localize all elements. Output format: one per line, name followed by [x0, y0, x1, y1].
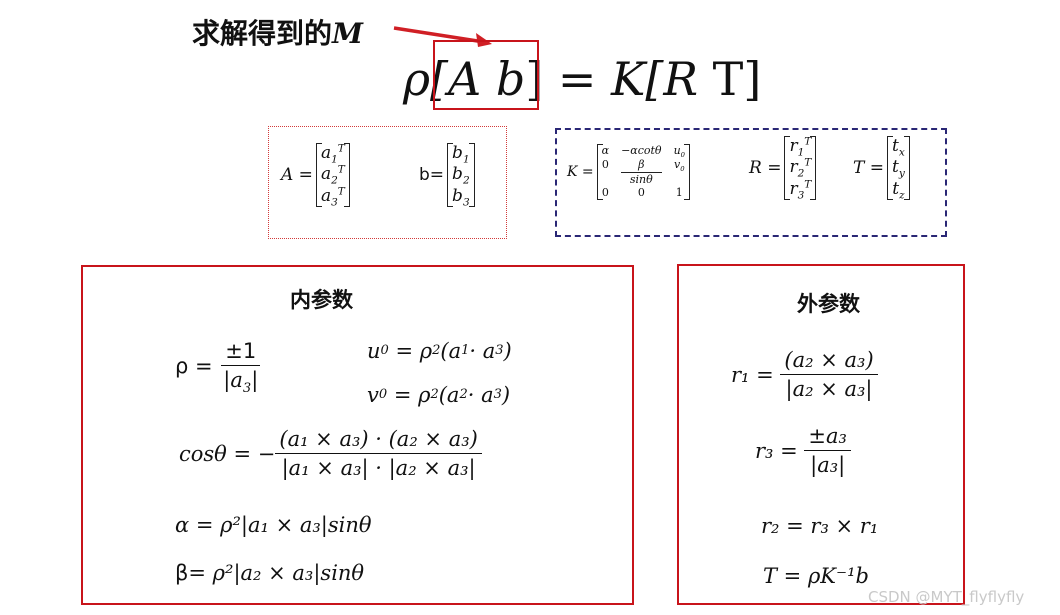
R-label: R =: [749, 157, 782, 178]
main-A: A: [448, 52, 482, 106]
cos-num: (a₁ × a₃) · (a₂ × a₃): [275, 427, 482, 454]
extrinsic-title: 外参数: [797, 292, 860, 316]
cos-formula: cosθ = − (a₁ × a₃) · (a₂ × a₃) |a₁ × a₃|…: [179, 427, 482, 480]
watermark: CSDN @MYT_flyflyfly: [868, 588, 1025, 606]
r1-frac: (a₂ × a₃) |a₂ × a₃|: [780, 348, 878, 401]
matrix-b: b= b1 b2 b3: [419, 143, 478, 207]
main-R: [R: [645, 52, 699, 106]
header-label: 求解得到的M: [192, 12, 363, 52]
beta-symbol: β: [175, 561, 189, 585]
cos-den: |a₁ × a₃| · |a₂ × a₃|: [281, 456, 476, 480]
rho-frac: ±1 |a3|: [221, 339, 261, 397]
header-label-symbol: M: [332, 17, 364, 50]
rho-formula: ρ = ±1 |a3|: [175, 339, 262, 397]
highlight-box: [433, 40, 539, 110]
r3-frac: ±a₃ |a₃|: [804, 424, 851, 477]
matrix-R: R = r1T r2T r3T: [749, 136, 819, 200]
main-K: K: [611, 52, 646, 106]
intrinsic-title: 内参数: [290, 288, 353, 312]
rho-num: ±1: [221, 339, 261, 366]
r3-num: ±a₃: [804, 424, 851, 451]
r1-num: (a₂ × a₃): [780, 348, 878, 375]
main-T: T]: [712, 52, 762, 106]
R-matrix: r1T r2T r3T: [784, 136, 817, 200]
r1-den: |a₂ × a₃|: [785, 377, 873, 401]
r3-formula: r₃ = ±a₃ |a₃|: [755, 424, 851, 477]
b-matrix: b1 b2 b3: [447, 143, 475, 207]
rho-lhs: ρ =: [175, 353, 213, 378]
b-label: b=: [419, 164, 445, 185]
r3-den: |a₃|: [810, 453, 846, 477]
alpha-formula: α = ρ²|a₁ × a₃|sinθ: [175, 513, 372, 537]
r1-formula: r₁ = (a₂ × a₃) |a₂ × a₃|: [731, 348, 878, 401]
r1-lhs: r₁ =: [731, 362, 774, 387]
cos-lhs: cosθ = −: [179, 441, 276, 466]
r3-lhs: r₃ =: [755, 438, 798, 463]
r2-formula: r₂ = r₃ × r₁: [761, 514, 879, 538]
main-equation: ρ[A b] = K[R T]: [403, 52, 761, 106]
A-matrix: a1T a2T a3T: [315, 143, 350, 207]
T-label: T =: [853, 157, 884, 178]
extrinsic-panel: 外参数 r₁ = (a₂ × a₃) |a₂ × a₃| r₃ = ±a₃ |a…: [677, 264, 965, 605]
matrix-A: A = a1T a2T a3T: [281, 143, 353, 207]
K-label: K =: [567, 164, 594, 180]
main-b: b: [495, 52, 526, 106]
beta-formula: β= ρ²|a₂ × a₃|sinθ: [175, 561, 364, 585]
matrix-ab-box: A = a1T a2T a3T b= b1 b2 b3: [268, 126, 507, 239]
matrix-T: T = tx ty tz: [853, 136, 913, 200]
beta-rest: = ρ²|a₂ × a₃|sinθ: [188, 561, 365, 585]
main-rho: ρ[: [403, 52, 448, 106]
A-label: A =: [281, 164, 313, 185]
T-matrix: tx ty tz: [887, 136, 910, 200]
T-formula: T = ρK⁻¹b: [763, 564, 869, 588]
header-label-text: 求解得到的: [192, 17, 333, 50]
cos-frac: (a₁ × a₃) · (a₂ × a₃) |a₁ × a₃| · |a₂ × …: [275, 427, 482, 480]
